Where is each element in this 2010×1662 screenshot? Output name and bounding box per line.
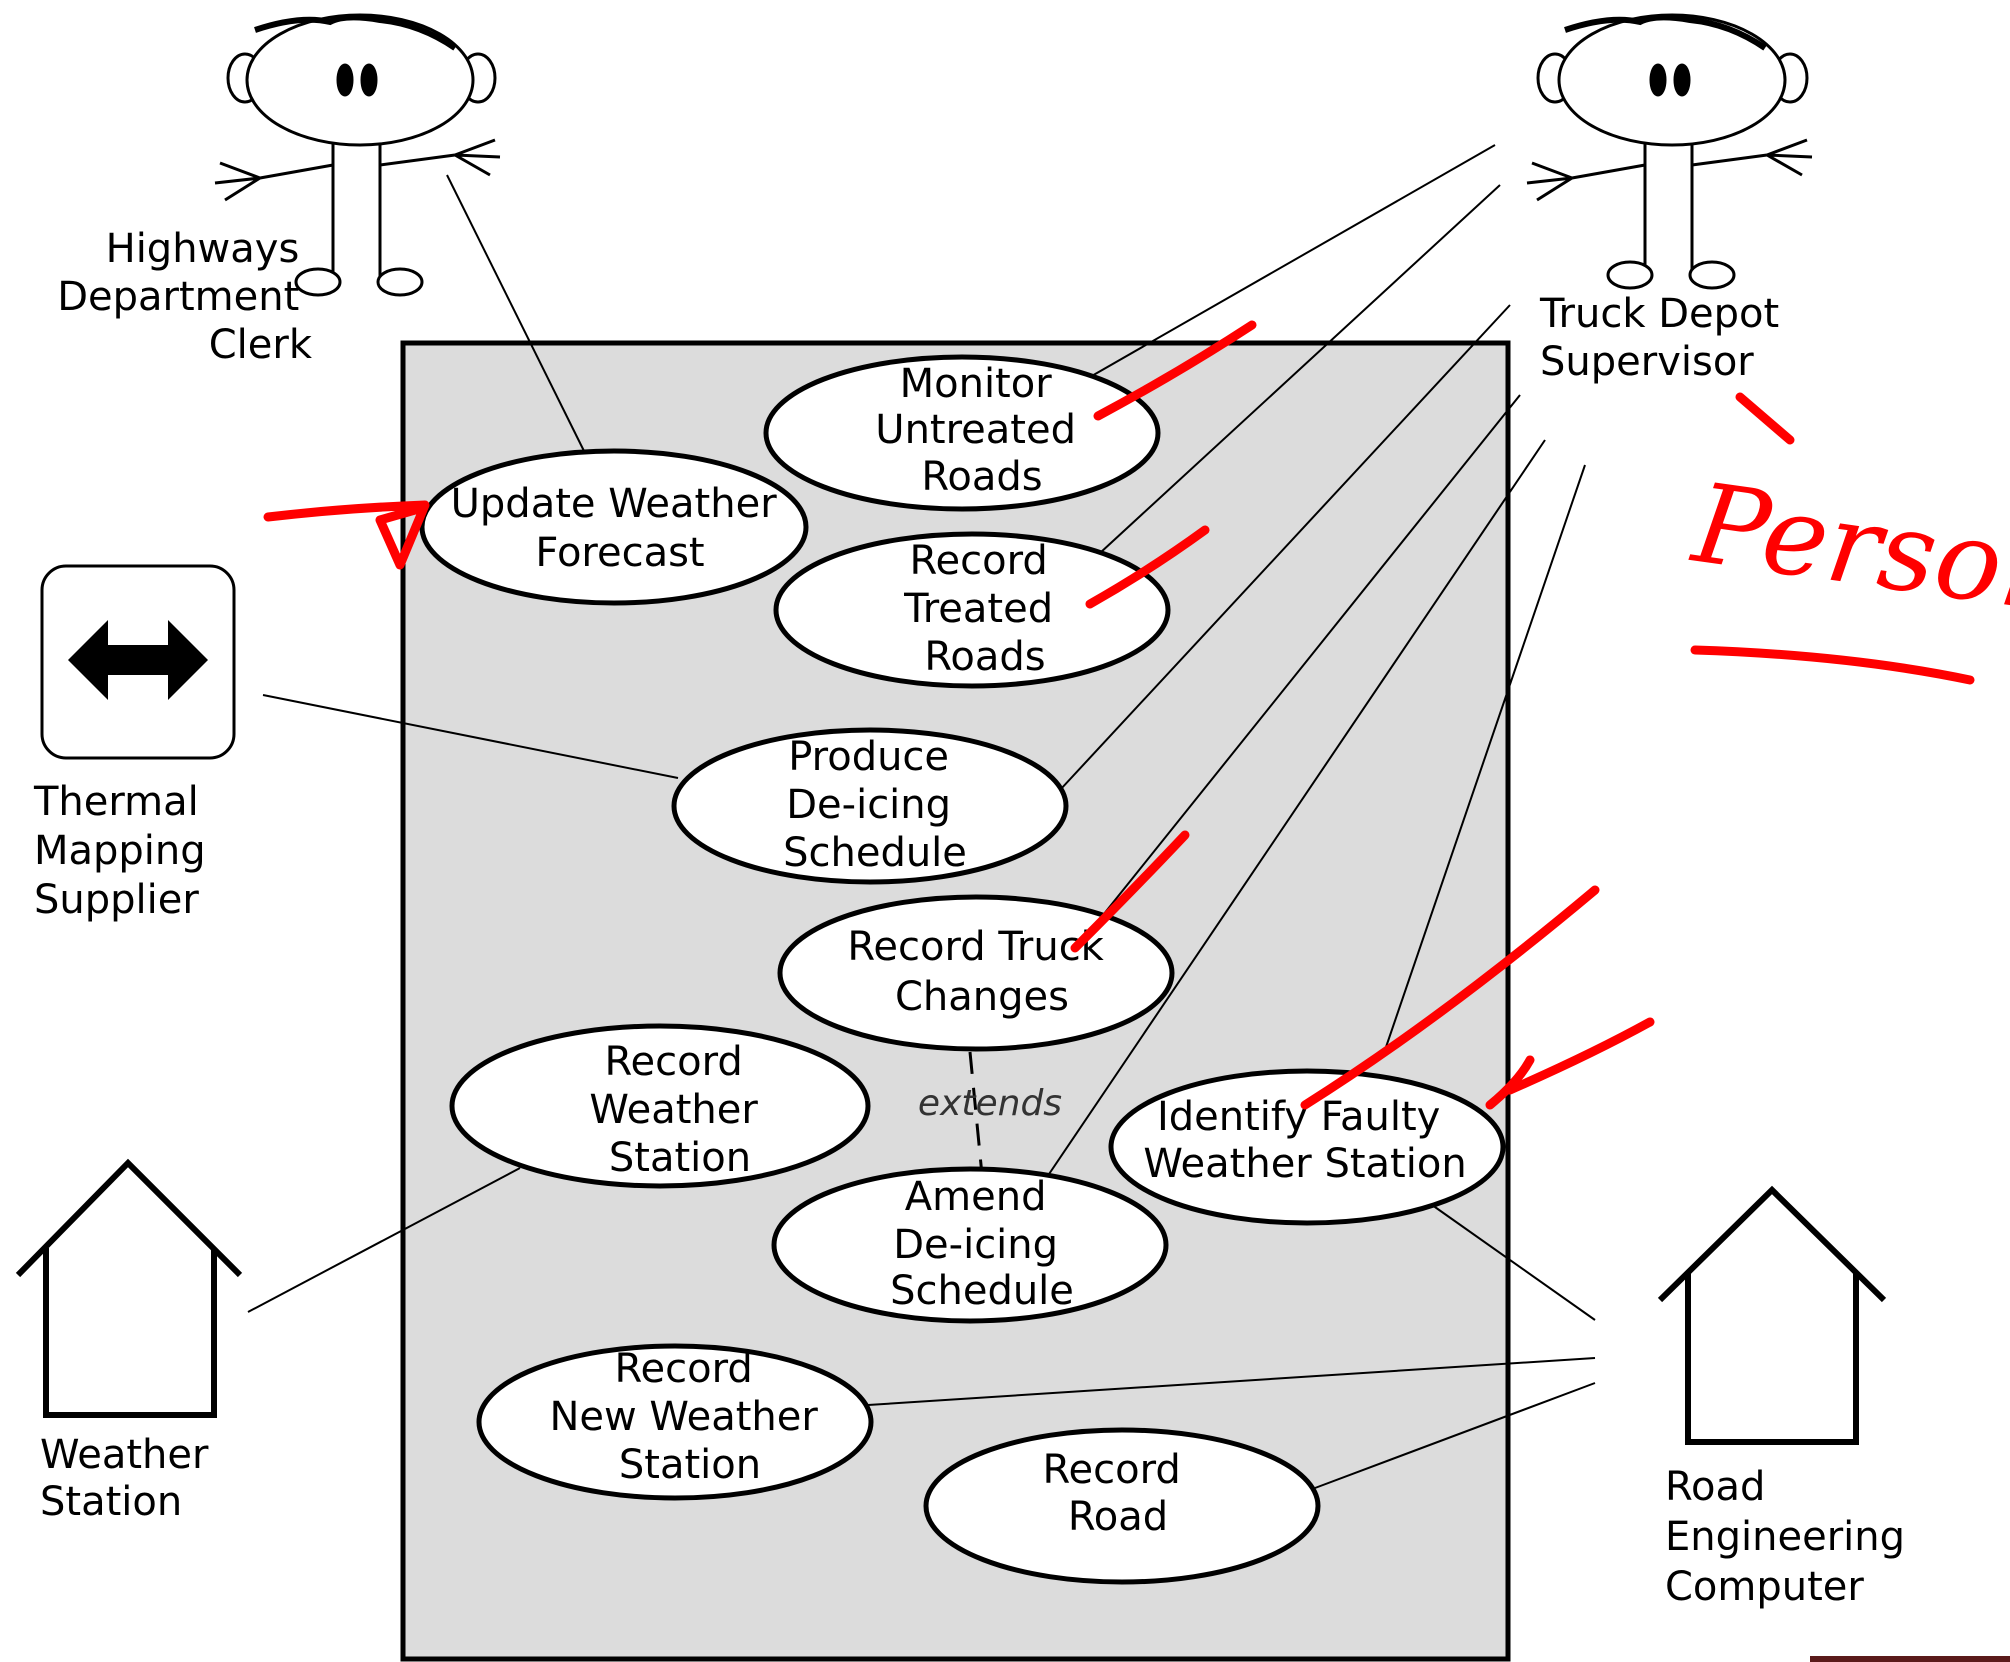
svg-text:Record Weather Sta: Record Weather Station [589,1039,770,1181]
svg-text:Weather Station: Weather Station [40,1432,221,1525]
actor-label-line: Weather [40,1432,209,1478]
use-case-label-line: Station [609,1135,751,1181]
house-icon [15,1158,243,1418]
use-case-label-line: De-icing [786,782,951,828]
svg-text:Highways Department: Highways Department Clerk [57,226,313,368]
use-case-label-line: Station [619,1442,761,1488]
use-case-label-line: Record [910,538,1048,584]
svg-text:Road Engineering C: Road Engineering Computer [1665,1464,1918,1610]
actor-label-line: Truck Depot [1539,291,1779,337]
actor-label-line: Supplier [34,877,199,923]
use-case-label-line: Amend [905,1174,1047,1220]
use-case-label-line: Record Truck [847,924,1104,970]
use-case-record-weather-station: Record Weather Station [449,1023,871,1189]
use-case-label-line: Untreated [875,407,1076,453]
use-case-record-truck-changes: Record Truck Changes [777,894,1175,1052]
weather-station-actor: Weather Station [15,1158,243,1525]
svg-text:Amend De-icing Sch: Amend De-icing Schedule [890,1174,1074,1314]
actor-label-line: Computer [1665,1564,1864,1610]
use-case-label-line: Schedule [783,830,967,876]
use-case-label-line: Update Weather [451,481,778,527]
use-case-label-line: Weather [589,1087,758,1133]
actor-label-line: Station [40,1479,182,1525]
use-case-label-line: Record [615,1346,753,1392]
use-case-label-line: Weather Station [1143,1141,1466,1187]
actor-label-line: Clerk [209,322,313,368]
actor-label-line: Department [57,274,299,320]
svg-text:Identify Faulty Weather: Identify Faulty Weather Station [1143,1094,1466,1187]
use-case-label-line: Produce [788,734,949,780]
use-case-label-line: Roads [921,454,1042,500]
actor-label-line: Thermal [33,779,199,825]
use-case-label-line: Forecast [535,530,704,576]
svg-text:Thermal Mapping Su: Thermal Mapping Supplier [33,779,218,923]
use-case-identify-faulty-weather-station: Identify Faulty Weather Station [1108,1068,1506,1226]
svg-text:Record Treated Roa: Record Treated Roads [903,538,1066,680]
road-computer-actor: Road Engineering Computer [1657,1185,1918,1610]
actor-label-line: Highways [106,226,300,272]
svg-text:Monitor Untreated: Monitor Untreated Roads [875,361,1088,500]
stick-figure-icon [214,13,501,297]
svg-text:Produce De-icing S: Produce De-icing Schedule [783,734,967,876]
svg-text:Truck Depot Supervisor: Truck Depot Supervisor [1539,291,1792,385]
svg-text:Update Weather Forecast: Update Weather Forecast [451,481,790,576]
svg-text:Record Truck Changes: Record Truck Changes [847,924,1116,1020]
use-case-record-new-weather-station: Record New Weather Station [476,1343,874,1501]
truck-supervisor-actor: Truck Depot Supervisor [1526,13,1813,385]
use-case-record-road: Record Road [923,1427,1321,1585]
use-case-produce-deicing-schedule: Produce De-icing Schedule [671,727,1069,885]
svg-text:Record Road: Record Road [1043,1447,1194,1540]
association-lines [247,144,1596,1489]
actor-label-line: Mapping [34,828,206,874]
use-case-label-line: Schedule [890,1268,1074,1314]
extends-label: extends [918,1083,1062,1124]
highways-clerk-actor: Highways Department Clerk [57,13,501,368]
use-case-monitor-untreated-roads: Monitor Untreated Roads [763,354,1161,512]
actor-label-line: Engineering [1665,1514,1905,1560]
use-case-label-line: De-icing [893,1222,1058,1268]
use-case-label-line: Record [1043,1447,1181,1493]
use-case-label-line: Identify Faulty [1157,1094,1440,1140]
use-case-label-line: New Weather [549,1394,818,1440]
use-case-amend-deicing-schedule: Amend De-icing Schedule [771,1166,1169,1324]
svg-text:Record New Weather: Record New Weather Station [549,1346,830,1488]
use-case-label-line: Treated [903,586,1053,632]
use-case-label-line: Changes [895,974,1069,1020]
stick-figure-icon [1526,13,1813,290]
actor-label-line: Road [1665,1464,1765,1510]
house-icon [1657,1185,1887,1445]
use-case-record-treated-roads: Record Treated Roads [773,531,1171,689]
use-case-label-line: Roads [924,634,1045,680]
actor-label-line: Supervisor [1540,339,1754,385]
use-case-label-line: Monitor [900,361,1053,407]
thermal-supplier-actor: Thermal Mapping Supplier [33,564,236,923]
use-case-label-line: Record [605,1039,743,1085]
double-arrow-icon [68,620,208,700]
use-case-label-line: Road [1068,1494,1168,1540]
red-ink-annotations [263,320,1975,1110]
use-case-update-weather-forecast: Update Weather Forecast [419,448,809,606]
handwritten-person-note: Person [1684,459,2010,639]
corner-bar [1810,1656,2010,1662]
